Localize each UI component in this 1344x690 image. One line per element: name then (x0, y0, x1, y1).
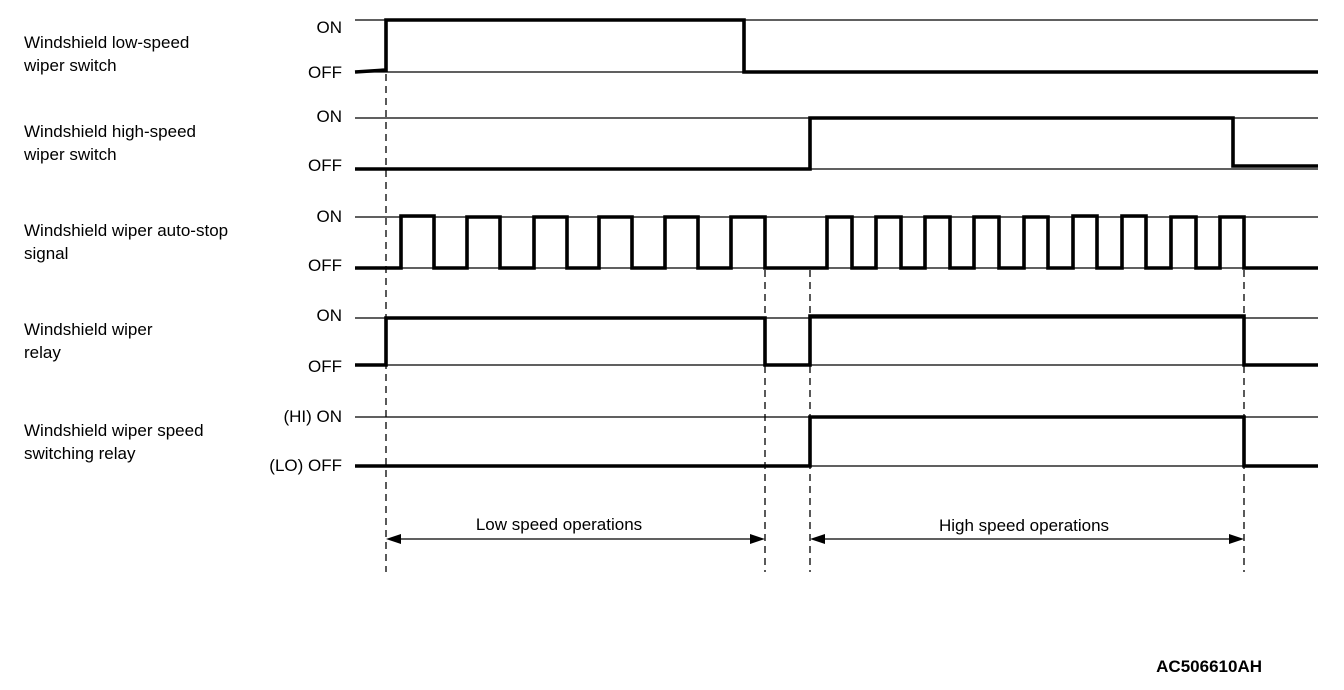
high-speed-range: High speed operations (810, 516, 1244, 544)
off-state-label: OFF (308, 256, 342, 275)
high-speed-switch-waveform (355, 116, 1318, 171)
on-state-label: ON (317, 18, 343, 37)
signal-row-high-speed-switch: Windshield high-speed wiper switch ON OF… (23, 107, 1318, 175)
signal-label-line: Windshield low-speed (24, 33, 189, 52)
auto-stop-waveform (355, 214, 1318, 270)
transition-markers (385, 74, 1245, 572)
off-state-label: OFF (308, 63, 342, 82)
off-state-label: OFF (308, 156, 342, 175)
signal-label-line: signal (24, 244, 68, 263)
arrowhead-right-icon (1229, 534, 1244, 544)
on-state-label: ON (317, 107, 343, 126)
signal-label-line: Windshield wiper auto-stop (24, 221, 228, 240)
signal-label-line: Windshield wiper speed (24, 421, 204, 440)
low-speed-range: Low speed operations (386, 515, 765, 544)
signal-row-wiper-relay: Windshield wiper relay ON OFF (24, 306, 1318, 376)
off-state-label: (LO) OFF (269, 456, 342, 475)
signal-row-speed-switching-relay: Windshield wiper speed switching relay (… (24, 407, 1318, 475)
speed-relay-waveform (355, 415, 1318, 468)
wiper-relay-waveform (355, 314, 1318, 367)
off-state-label: OFF (308, 357, 342, 376)
signal-row-auto-stop: Windshield wiper auto-stop signal ON OFF (24, 207, 1318, 275)
on-state-label: ON (317, 306, 343, 325)
low-speed-switch-waveform (354, 18, 1318, 74)
signal-label-line: wiper switch (23, 145, 117, 164)
on-state-label: ON (317, 207, 343, 226)
signal-label-line: wiper switch (23, 56, 117, 75)
arrowhead-left-icon (810, 534, 825, 544)
high-speed-operations-label: High speed operations (939, 516, 1109, 535)
on-state-label: (HI) ON (283, 407, 342, 426)
arrowhead-left-icon (386, 534, 401, 544)
figure-id: AC506610AH (1156, 657, 1262, 676)
signal-row-low-speed-switch: Windshield low-speed wiper switch ON OFF (23, 18, 1318, 82)
low-speed-operations-label: Low speed operations (476, 515, 642, 534)
arrowhead-right-icon (750, 534, 765, 544)
signal-label-line: Windshield high-speed (24, 122, 196, 141)
signal-label-line: switching relay (24, 444, 136, 463)
signal-label-line: Windshield wiper (24, 320, 153, 339)
signal-label-line: relay (24, 343, 61, 362)
